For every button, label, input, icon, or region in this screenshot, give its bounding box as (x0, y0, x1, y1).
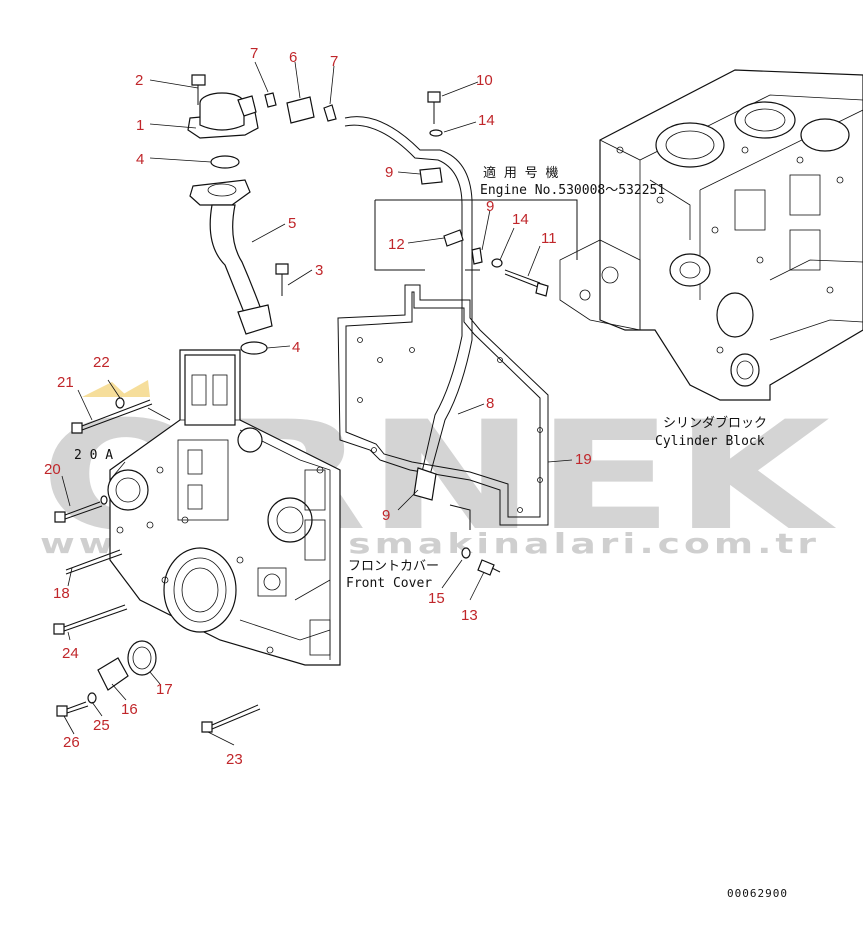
callout-9-lower: 9 (382, 507, 390, 524)
engine-number-range: Engine No.530008～532251 (480, 183, 665, 198)
callout-22: 22 (93, 354, 110, 371)
outlet-assembly (187, 74, 337, 355)
gasket-front-cover (337, 284, 549, 526)
callout-9-upper: 9 (385, 164, 393, 181)
front-cover-label-jp: フロントカバー (348, 559, 439, 574)
front-cover-label-en: Front Cover (346, 576, 432, 591)
pipe-assembly (344, 116, 483, 530)
callout-17: 17 (156, 681, 173, 698)
callout-16: 16 (121, 701, 138, 718)
drawing-number: 00062900 (727, 887, 788, 900)
cylinder-block-label-en: Cylinder Block (655, 434, 765, 449)
callout-15: 15 (428, 590, 445, 607)
callout-10: 10 (476, 72, 493, 89)
reference-20a: 2 0 A (74, 448, 113, 463)
applicability-box (374, 199, 578, 271)
fasteners (53, 91, 549, 733)
callout-24: 24 (62, 645, 79, 662)
callout-19: 19 (575, 451, 592, 468)
watermark-logo-mark (82, 380, 150, 397)
front-cover-drawing (107, 349, 341, 666)
callout-2: 2 (135, 72, 143, 89)
callout-4-upper: 4 (136, 151, 144, 168)
callout-5: 5 (288, 215, 296, 232)
callout-1: 1 (136, 117, 144, 134)
leader-lines (61, 61, 573, 746)
callout-26: 26 (63, 734, 80, 751)
callout-7-right: 7 (330, 53, 338, 70)
callout-6: 6 (289, 49, 297, 66)
cylinder-block-label-jp: シリンダブロック (663, 415, 767, 431)
callout-8: 8 (486, 395, 494, 412)
callout-18: 18 (53, 585, 70, 602)
callout-12: 12 (388, 236, 405, 253)
callout-3: 3 (315, 262, 323, 279)
callout-7-left: 7 (250, 45, 258, 62)
cylinder-block-drawing (559, 69, 863, 401)
callout-23: 23 (226, 751, 243, 768)
callout-11: 11 (541, 230, 557, 247)
callout-25: 25 (93, 717, 110, 734)
callout-numbers: 2 1 4 5 3 4 7 6 7 10 14 9 9 14 11 12 8 1… (44, 45, 592, 768)
callout-14-lower: 14 (512, 211, 529, 228)
callout-9-middle: 9 (486, 198, 494, 215)
applicable-machines-label: 適 用 号 機 (483, 165, 558, 181)
callout-21: 21 (57, 374, 74, 391)
callout-13: 13 (461, 607, 478, 624)
callout-4-lower: 4 (292, 339, 300, 356)
callout-14-upper: 14 (478, 112, 495, 129)
annotations: 適 用 号 機 Engine No.530008～532251 2 0 A シリ… (74, 165, 788, 900)
callout-20: 20 (44, 461, 61, 478)
